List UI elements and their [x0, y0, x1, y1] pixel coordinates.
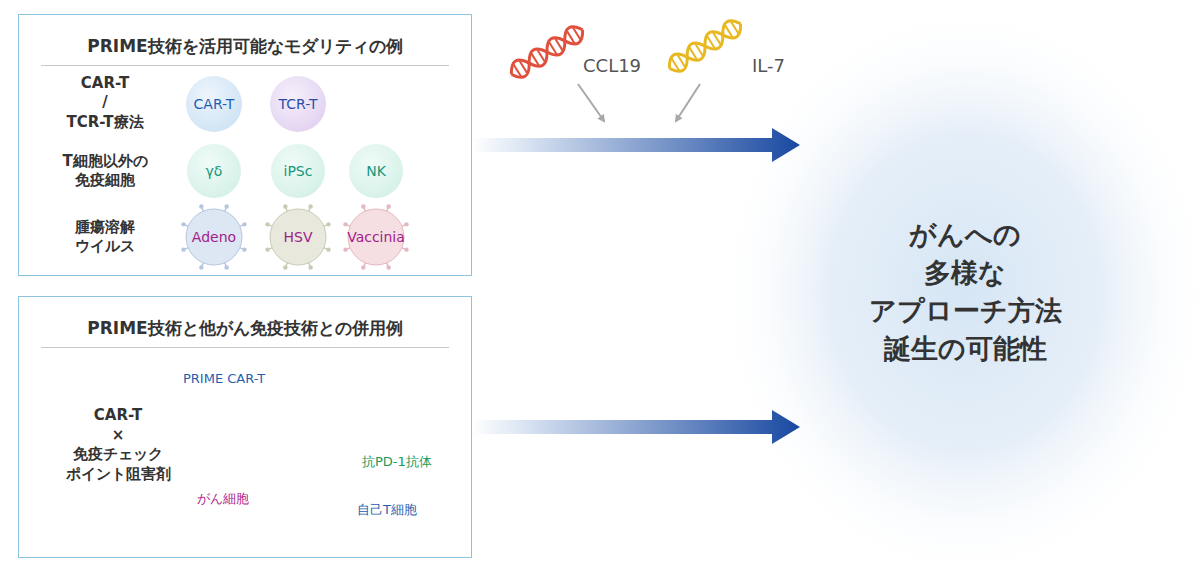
virus-circle: Adeno [178, 201, 250, 273]
flow-arrow [472, 410, 800, 444]
callout-label: 抗PD-1抗体 [362, 453, 432, 471]
gene-label: IL-7 [752, 55, 785, 76]
row-label: CAR-T / TCR-T療法 [40, 74, 170, 133]
cell-circle: iPSc [271, 144, 325, 198]
cell-circle: NK [349, 144, 403, 198]
panel-title: PRIME技術を活用可能なモダリティの例 [41, 35, 449, 66]
result-glow [715, 0, 1200, 583]
insert-arrow [676, 84, 700, 121]
callout-label: PRIME CAR-T [183, 371, 265, 386]
cell-circle: γδ [187, 144, 241, 198]
cell-label: TCR-T [279, 96, 318, 112]
callout-label: がん細胞 [197, 490, 249, 508]
panel-box: PRIME技術と他がん免疫技術との併用例 [18, 296, 472, 558]
cell-label: Vaccinia [347, 229, 405, 245]
combo-label: CAR-T × 免疫チェック ポイント阻害剤 [48, 406, 188, 484]
flow-arrow [472, 128, 800, 162]
cell-circle: TCR-T [270, 76, 326, 132]
dna-il7 [665, 16, 746, 76]
cell-label: γδ [206, 163, 223, 179]
cell-label: Adeno [192, 229, 236, 245]
row-label: T細胞以外の 免疫細胞 [40, 152, 170, 191]
row-label: 腫瘍溶解 ウイルス [40, 218, 170, 257]
result-area: がんへの 多様な アプローチ方法 誕生の可能性 [800, 110, 1130, 474]
result-text: がんへの 多様な アプローチ方法 誕生の可能性 [800, 216, 1130, 367]
dna-ccl19 [507, 22, 588, 82]
insert-arrow [578, 84, 604, 121]
cell-circle: CAR-T [186, 76, 242, 132]
gene-label: CCL19 [583, 55, 641, 76]
cell-label: iPSc [284, 163, 313, 179]
panel-box: PRIME技術を活用可能なモダリティの例 CAR-T TCR-T γδ iPSc NK Ad… [18, 14, 472, 276]
cell-label: CAR-T [194, 96, 235, 112]
virus-circle: HSV [262, 201, 334, 273]
cell-label: HSV [284, 229, 313, 245]
cell-label: NK [366, 163, 386, 179]
callout-label: 自己T細胞 [357, 501, 417, 519]
virus-circle: Vaccinia [340, 201, 412, 273]
panel-title: PRIME技術と他がん免疫技術との併用例 [41, 317, 449, 348]
